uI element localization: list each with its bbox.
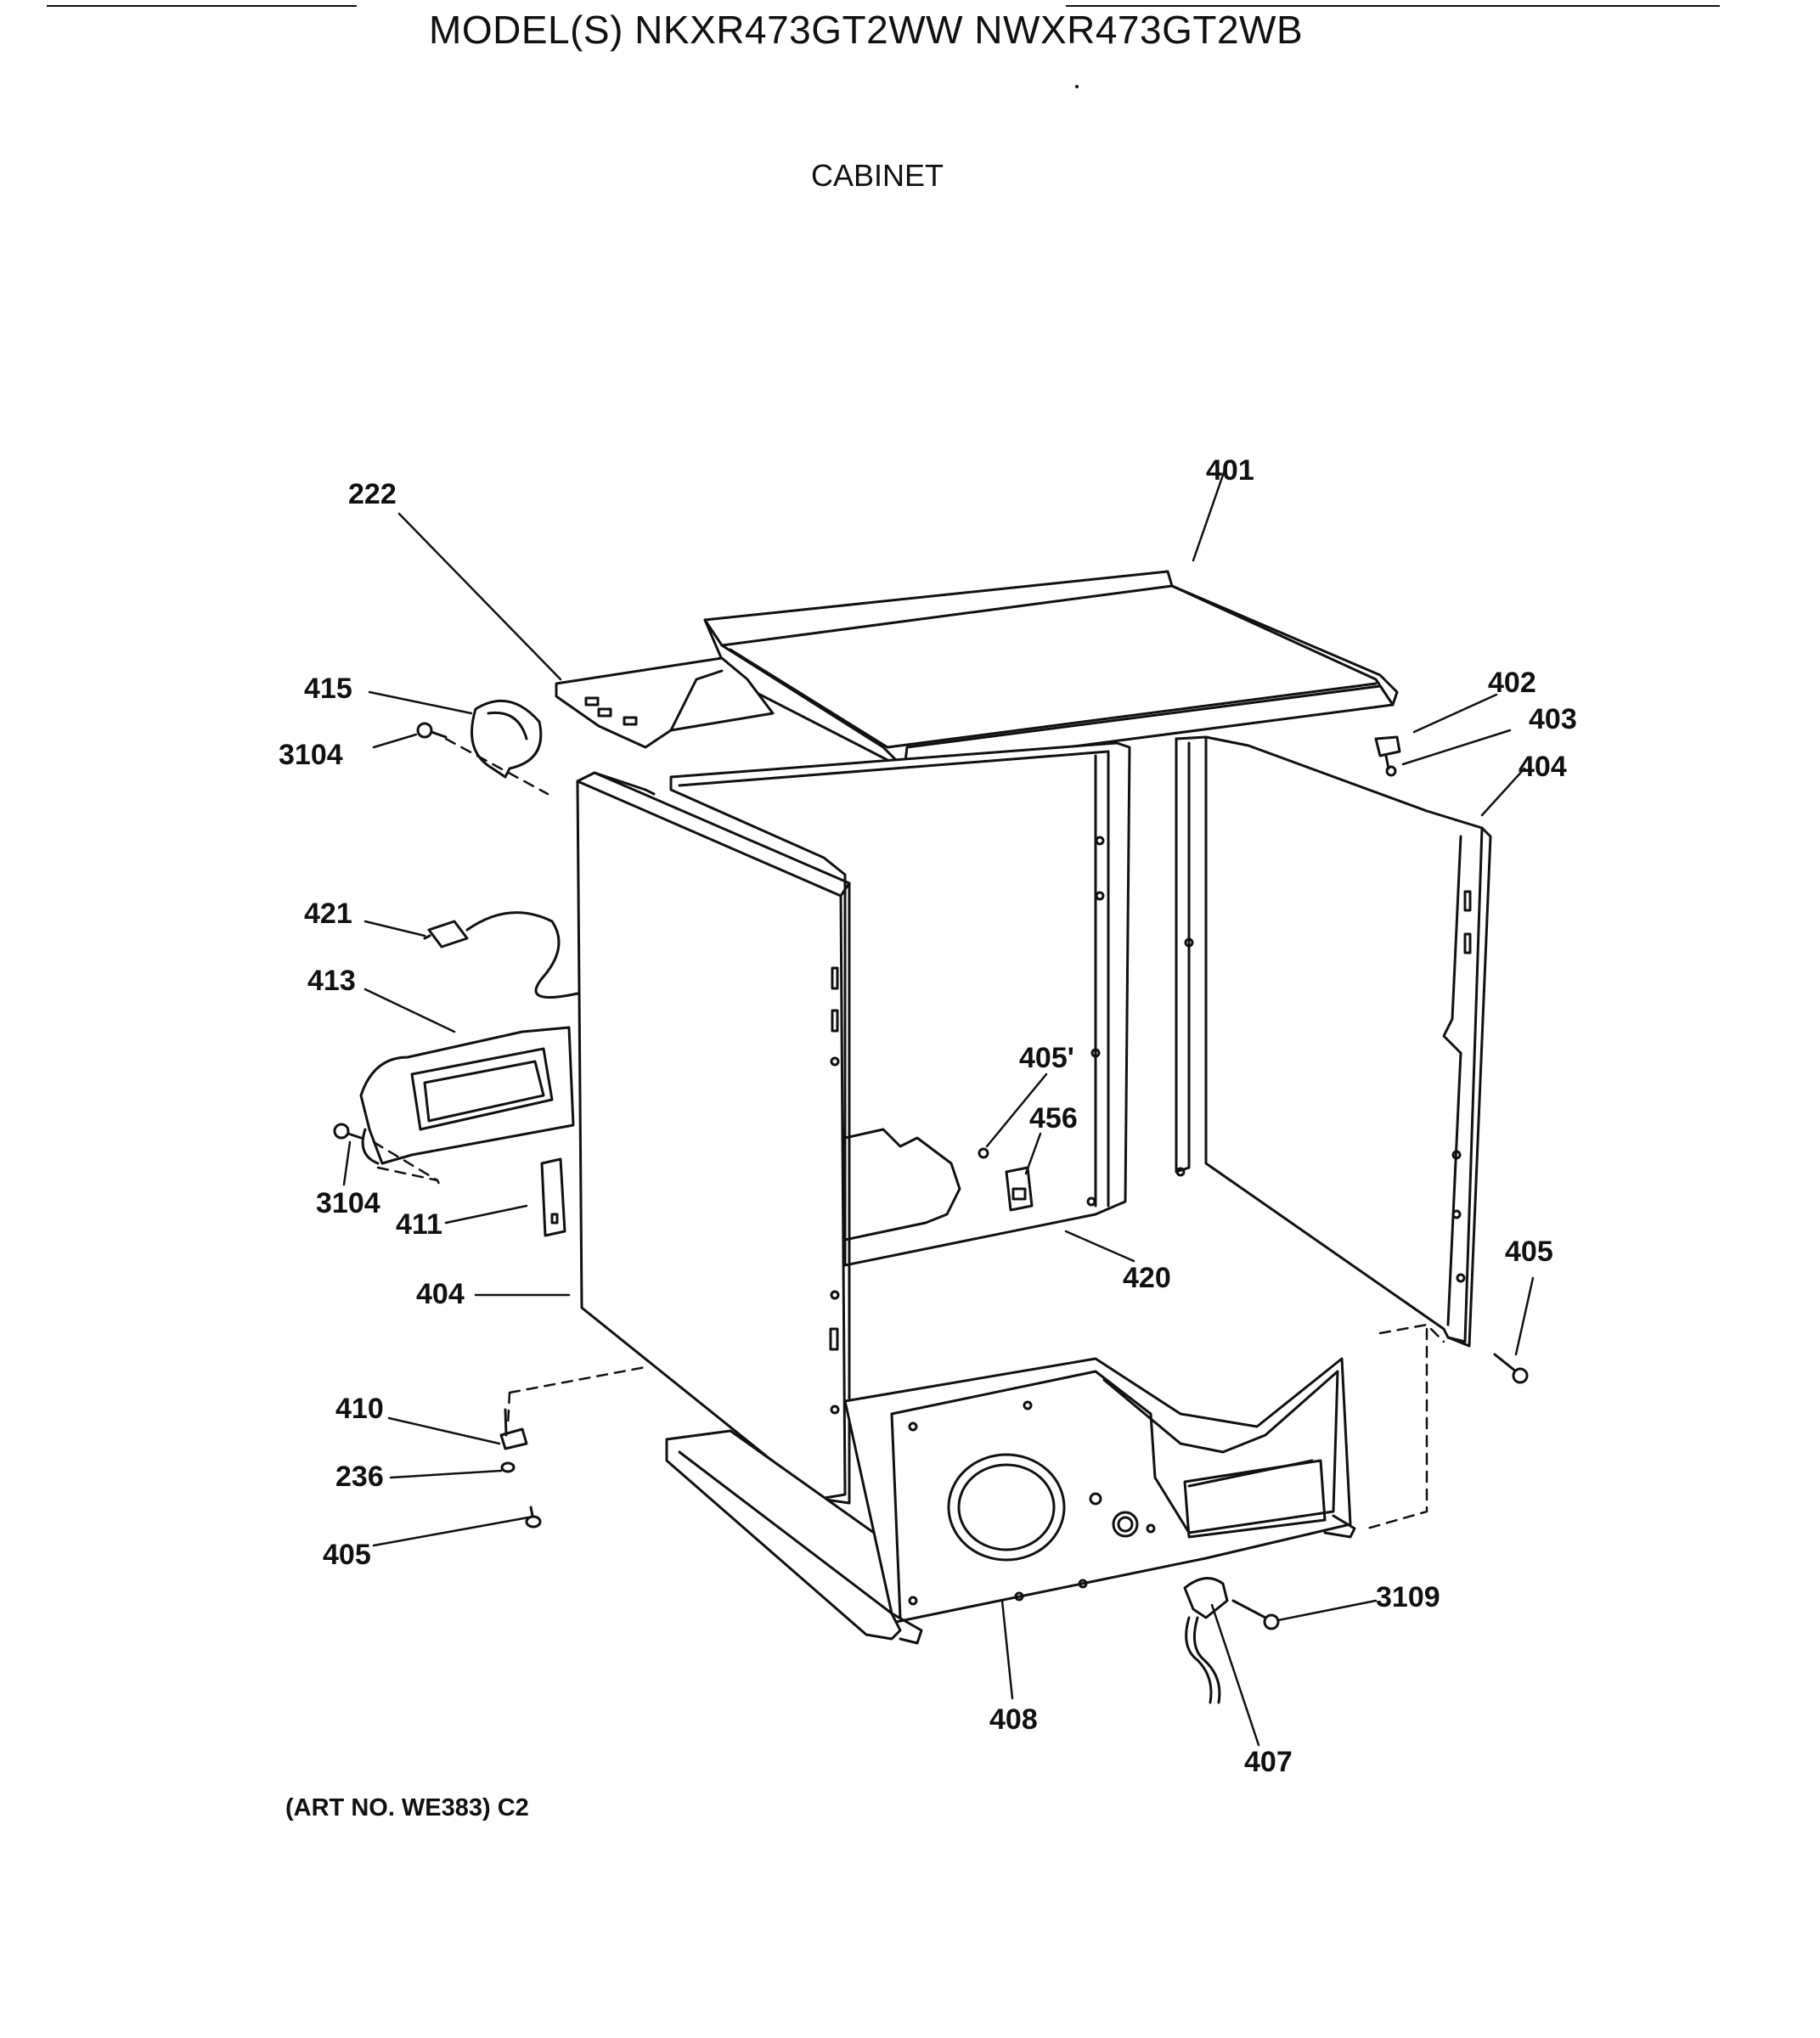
header-rule-right [1066,5,1720,7]
callout-404-right: 404 [1519,751,1567,783]
callout-3104-lower: 3104 [316,1187,380,1219]
callout-405-prime: 405' [1019,1042,1074,1074]
callout-407: 407 [1244,1746,1293,1778]
alignment-dashes [372,737,1445,1530]
callout-3109: 3109 [1376,1581,1440,1613]
callout-236: 236 [335,1461,384,1493]
base-frame [665,1429,902,1641]
callout-222: 222 [348,478,397,510]
power-cord-421 [423,911,579,999]
callout-420: 420 [1123,1262,1171,1294]
callout-401: 401 [1206,454,1254,487]
callout-415: 415 [304,673,352,705]
right-side-panel-404 [1175,735,1492,1348]
door-switch-407 [1183,1577,1229,1704]
leveling-leg-410 [499,1408,528,1450]
section-title: CABINET [811,158,944,193]
bracket-411 [540,1157,566,1237]
screw-405-left [525,1506,542,1528]
vent-cover-415 [470,699,543,779]
callout-408: 408 [989,1703,1038,1736]
pin-405p [978,1147,989,1159]
page-title: MODEL(S) NKXR473GT2WW NWXR473GT2WB [429,8,1304,52]
bumper-403 [1385,765,1397,777]
callout-402: 402 [1488,667,1536,699]
top-rear-bracket-222 [555,656,775,749]
screw-3109 [1231,1599,1280,1630]
callout-405-right: 405 [1505,1236,1553,1268]
header-rule-left [47,5,357,7]
callout-456: 456 [1029,1102,1078,1134]
callout-403: 403 [1529,703,1577,735]
top-panel-401 [703,570,1399,770]
terminal-cover-413 [359,1026,575,1165]
clip-456 [1005,1166,1034,1212]
glide-402 [1374,735,1401,770]
back-panel-420 [669,741,1131,1267]
screw-3104-top [416,722,448,739]
callout-411: 411 [396,1208,442,1241]
stray-dot [1075,85,1079,88]
callout-405-left: 405 [323,1539,371,1571]
callout-3104-upper: 3104 [279,739,343,771]
leader-lines [342,461,1535,1747]
front-base-panel-408 [843,1357,1356,1645]
screw-405-right [1493,1353,1529,1384]
callout-404-left: 404 [416,1278,465,1310]
art-number: (ART NO. WE383) C2 [285,1794,529,1821]
callout-410: 410 [335,1393,384,1425]
callout-413: 413 [307,965,356,997]
left-side-panel-404 [576,771,851,1505]
screw-3104-lower [333,1123,363,1140]
callout-421: 421 [304,898,352,930]
foot-236 [500,1461,516,1473]
